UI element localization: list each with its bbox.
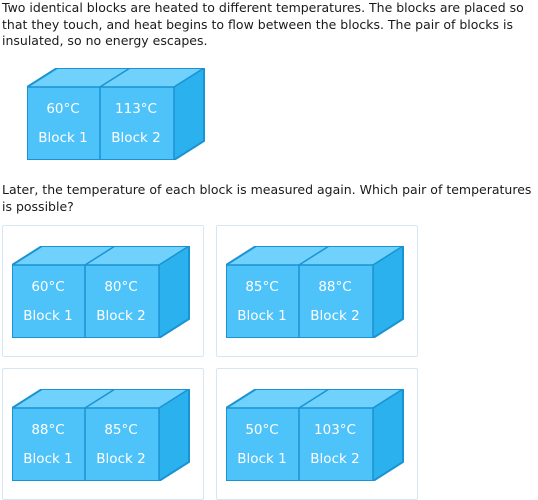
block-pair: 60°C 113°C Block 1 Block 2 [27, 68, 207, 160]
block-pair: 88°C 85°C Block 1 Block 2 [12, 389, 192, 481]
answer-choice-2[interactable]: 85°C 88°C Block 1 Block 2 [216, 225, 418, 357]
block2-temperature: 103°C [314, 422, 356, 438]
block-pair-graphic [12, 389, 190, 481]
block2-label: Block 2 [96, 451, 146, 467]
block-pair: 60°C 80°C Block 1 Block 2 [12, 246, 192, 338]
block2-temperature: 80°C [104, 279, 138, 295]
block1-label: Block 1 [23, 451, 73, 467]
block1-label: Block 1 [38, 130, 88, 146]
block1-temperature: 50°C [245, 422, 279, 438]
intro-text: Two identical blocks are heated to diffe… [2, 0, 524, 48]
block-pair: 85°C 88°C Block 1 Block 2 [226, 246, 406, 338]
question-text: Later, the temperature of each block is … [2, 182, 532, 214]
block2-label: Block 2 [96, 308, 146, 324]
block1-temperature: 85°C [245, 279, 279, 295]
block-pair-graphic [226, 246, 404, 338]
block1-label: Block 1 [237, 308, 287, 324]
block2-temperature: 85°C [104, 422, 138, 438]
block2-temperature: 88°C [318, 279, 352, 295]
block1-label: Block 1 [23, 308, 73, 324]
block2-label: Block 2 [310, 451, 360, 467]
block2-label: Block 2 [310, 308, 360, 324]
block-pair: 50°C 103°C Block 1 Block 2 [226, 389, 406, 481]
block1-temperature: 60°C [31, 279, 65, 295]
block2-label: Block 2 [111, 130, 161, 146]
answer-choice-3[interactable]: 88°C 85°C Block 1 Block 2 [2, 368, 204, 500]
block-pair-graphic [27, 68, 205, 160]
block1-label: Block 1 [237, 451, 287, 467]
answer-choice-4[interactable]: 50°C 103°C Block 1 Block 2 [216, 368, 418, 500]
block1-temperature: 60°C [46, 101, 80, 117]
block1-temperature: 88°C [31, 422, 65, 438]
answer-choice-1[interactable]: 60°C 80°C Block 1 Block 2 [2, 225, 204, 357]
block-pair-graphic [12, 246, 190, 338]
block-pair-graphic [226, 389, 404, 481]
block2-temperature: 113°C [115, 101, 157, 117]
